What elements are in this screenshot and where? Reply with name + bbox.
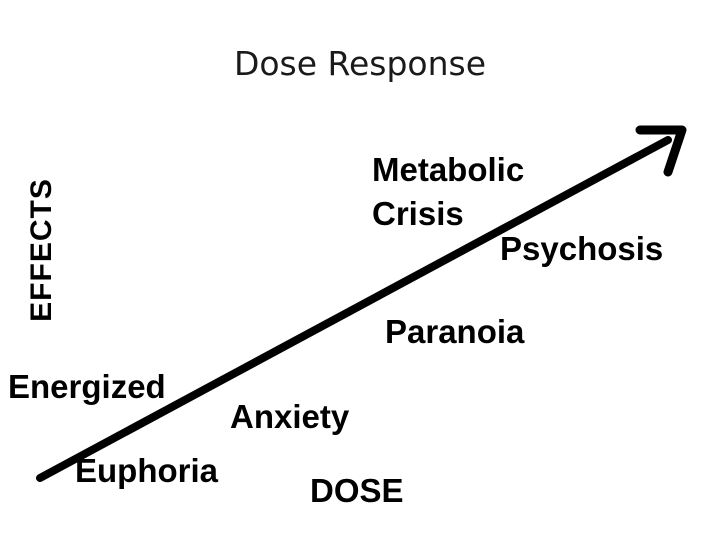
label-metabolic-line1: Metabolic bbox=[372, 151, 525, 188]
label-anxiety: Anxiety bbox=[230, 398, 350, 435]
label-metabolic-line2: Crisis bbox=[372, 195, 464, 232]
page-title: Dose Response bbox=[233, 44, 487, 83]
label-euphoria: Euphoria bbox=[75, 452, 219, 489]
arrow-head bbox=[635, 125, 687, 177]
label-paranoia: Paranoia bbox=[385, 313, 525, 350]
x-axis-label: DOSE bbox=[310, 472, 404, 509]
label-psychosis: Psychosis bbox=[500, 230, 664, 267]
label-energized: Energized bbox=[8, 368, 166, 405]
arrow-shaft bbox=[36, 136, 672, 482]
label-metabolic-crisis: Metabolic Crisis bbox=[372, 148, 524, 236]
